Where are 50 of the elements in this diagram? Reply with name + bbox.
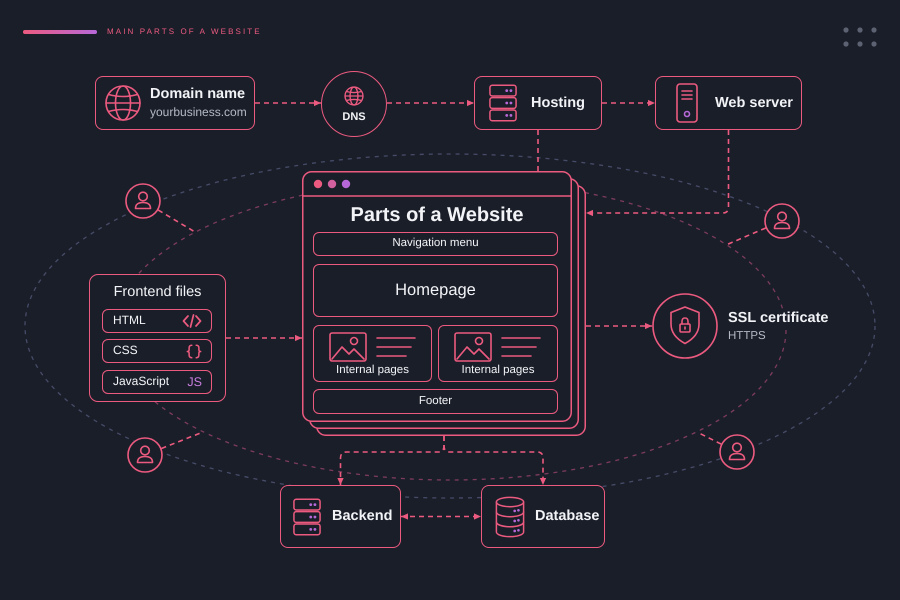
dashed-arrow (586, 130, 730, 216)
footer-bar (313, 389, 558, 414)
database-box (481, 485, 605, 548)
node-label: SSL certificate (726, 310, 830, 327)
backend-box (280, 485, 401, 548)
homepage-panel (313, 264, 558, 317)
dashed-arrow (387, 100, 474, 106)
browser-window (302, 171, 586, 436)
user-icon (764, 203, 800, 239)
panel-title: Frontend files (114, 284, 202, 301)
dashed-connector-line (158, 209, 196, 233)
user-icon (127, 437, 163, 473)
node-label: HTML (113, 314, 146, 328)
node-label: Backend (332, 508, 392, 525)
node-label: Domain name (150, 86, 246, 102)
dashed-arrow (226, 334, 302, 342)
window-title: Parts of a Website (350, 204, 524, 227)
dashed-arrow (586, 322, 652, 330)
page-card (313, 325, 432, 382)
hosting-box (474, 76, 602, 130)
dashed-double-arrow (401, 513, 481, 520)
dashed-arrow (602, 100, 655, 106)
web-server-box (655, 76, 802, 130)
file-row (102, 309, 212, 333)
domain-address: yourbusiness.com (150, 106, 247, 120)
node-label: Homepage (395, 281, 476, 300)
file-label: JavaScript (113, 375, 170, 389)
node-label: Web server (715, 94, 793, 112)
node-label: Footer (418, 394, 452, 408)
dashed-connector-line (726, 227, 766, 246)
file-row (102, 370, 212, 394)
node-label: DNS (342, 111, 366, 124)
files-panel (89, 274, 226, 402)
dashed-arrow (255, 100, 321, 106)
node-label: Navigation menu (392, 237, 479, 251)
diagram-title: MAIN PARTS OF A WEBSITE (107, 27, 262, 36)
file-row (102, 339, 212, 363)
node-label: Hosting (531, 94, 585, 112)
domain-box (95, 76, 255, 130)
menu-bar (313, 232, 558, 256)
page-card (438, 325, 558, 382)
node-label: Internal pages (336, 364, 409, 377)
user-icon (719, 434, 755, 470)
node-label: CSS (113, 344, 138, 358)
language-abbreviation: JS (187, 374, 202, 390)
user-icon (125, 183, 161, 219)
dashed-arrow (443, 436, 546, 485)
dashed-connector-line (537, 130, 539, 171)
node-label: Internal pages (462, 364, 534, 377)
node-label: Database (535, 508, 600, 525)
